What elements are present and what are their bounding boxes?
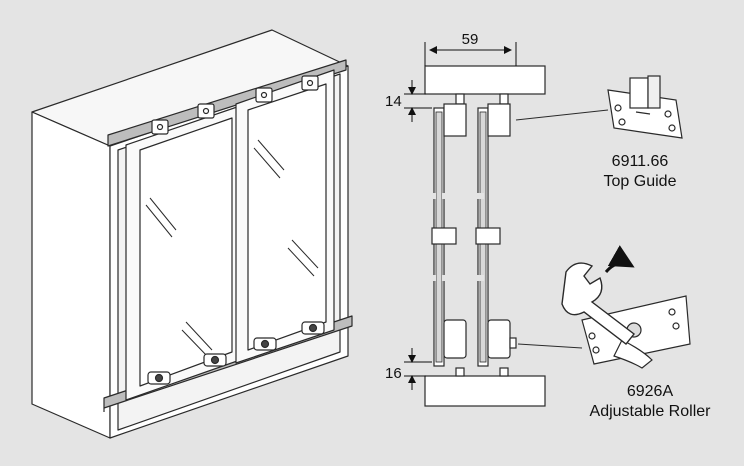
width-dimension-label: 59	[462, 31, 479, 48]
top-guide-part	[607, 75, 683, 139]
right-door-section	[475, 103, 517, 367]
rotation-arrow-icon	[604, 245, 635, 274]
roller-leader	[517, 343, 583, 349]
cabinet-rollers	[147, 321, 325, 385]
cross-section	[424, 65, 546, 407]
width-dimension	[424, 42, 517, 66]
right-glass-door	[235, 69, 335, 364]
wrench-icon	[561, 262, 635, 345]
roller-code: 6926A	[627, 383, 674, 400]
bottom-gap-label: 16	[385, 365, 402, 382]
left-door-section	[431, 103, 467, 367]
bottom-gap-dimension	[404, 348, 432, 390]
top-panel-section	[424, 65, 546, 95]
bottom-panel-section	[424, 375, 546, 407]
left-glass-door	[125, 105, 241, 401]
top-guide-code: 6911.66	[612, 153, 669, 170]
top-guide-leader	[515, 109, 609, 121]
cabinet-top-guides	[151, 75, 319, 135]
roller-name: Adjustable Roller	[590, 403, 712, 420]
top-gap-label: 14	[385, 93, 402, 110]
top-gap-dimension	[404, 80, 432, 122]
top-guide-name: Top Guide	[604, 173, 677, 190]
cabinet-left-side	[31, 111, 111, 439]
roller-part	[581, 295, 691, 369]
cabinet-illustration	[31, 29, 353, 439]
